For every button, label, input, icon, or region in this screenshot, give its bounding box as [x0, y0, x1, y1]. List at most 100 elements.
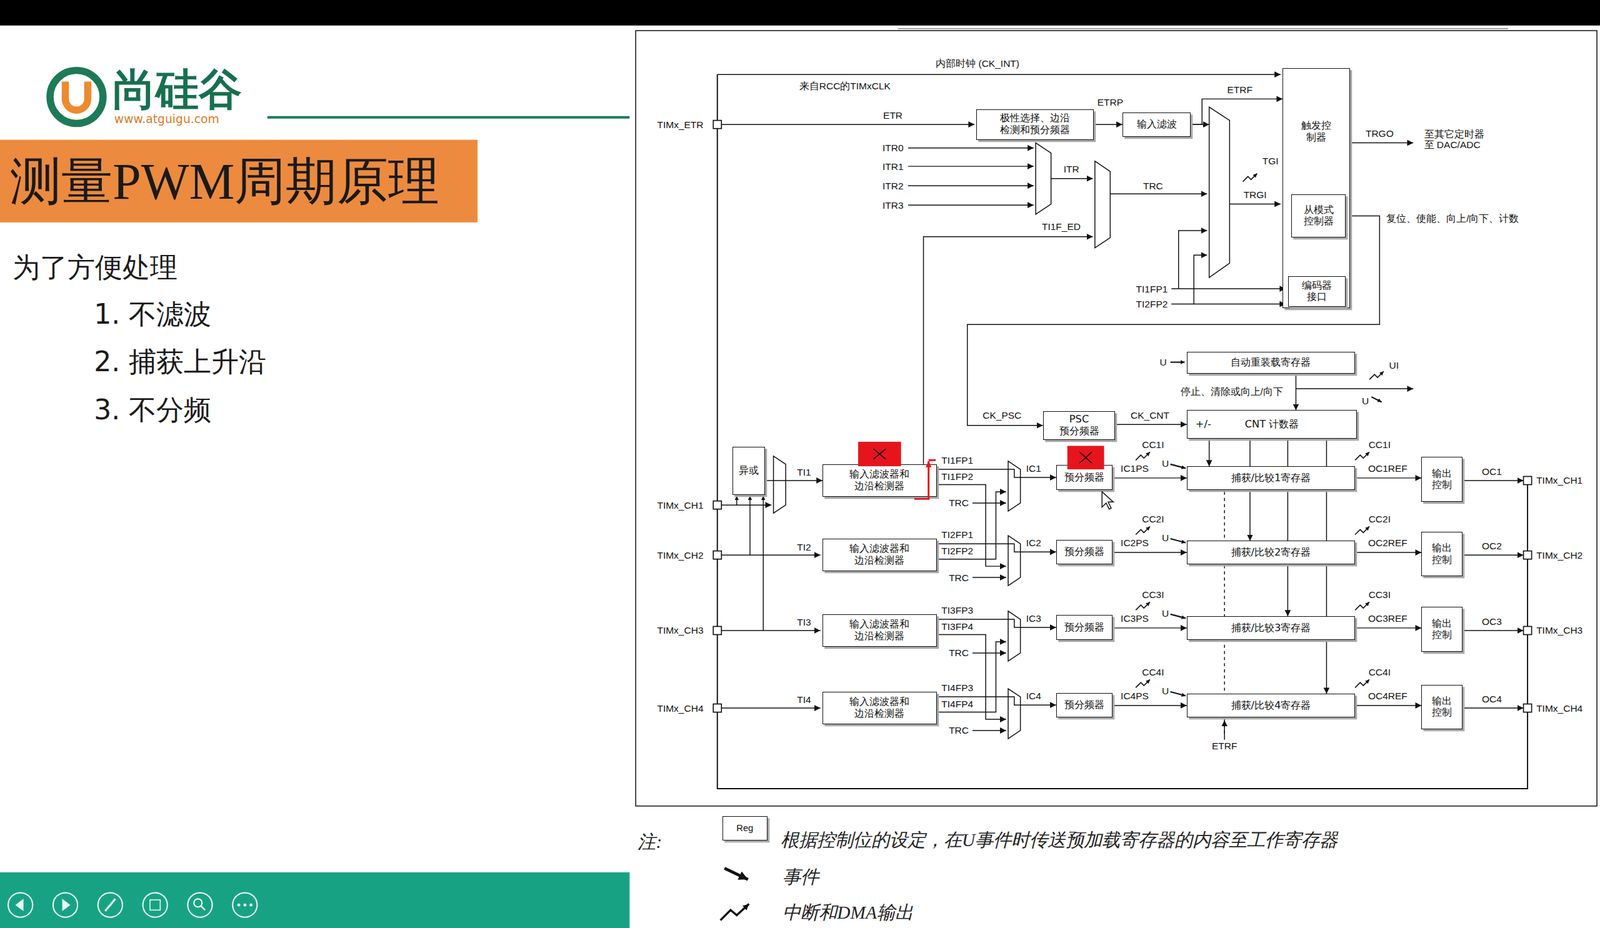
signal-label: TI4FP3	[940, 682, 974, 694]
signal-label: IC3PS	[1120, 613, 1150, 624]
block-text: 输入滤波器和边沿检测器	[847, 696, 912, 720]
block-text: 预分频器	[1064, 621, 1105, 634]
signal-label: CK_CNT	[1130, 410, 1170, 421]
signal-label: OC4	[1481, 693, 1503, 705]
signal-wire	[936, 491, 1007, 560]
signal-label: CC1I	[1368, 439, 1392, 450]
block-text: PSC	[1069, 413, 1090, 426]
block-box: 捕获/比较1寄存器	[1186, 466, 1355, 490]
signal-wire	[1051, 178, 1094, 179]
multiplexer	[1095, 161, 1110, 249]
logo-ring	[50, 70, 104, 124]
event-symbol	[1371, 396, 1382, 402]
toolbar-glyph	[15, 898, 24, 912]
signal-label: TIMx_CH4	[656, 703, 704, 714]
signal-wire	[972, 652, 1007, 654]
event-symbol	[724, 868, 749, 880]
signal-label: TI3FP3	[940, 605, 974, 616]
signal-wire	[762, 495, 764, 631]
signal-label: TI1FP1	[1135, 283, 1169, 295]
signal-label: OC3	[1481, 616, 1503, 627]
pin-square	[1523, 476, 1532, 485]
signal-label: ETR	[882, 110, 904, 121]
signal-label: 复位、使能、向上/向下、计数	[1385, 213, 1520, 224]
toolbar-icon	[143, 893, 168, 918]
signal-label: TIMx_CH1	[656, 500, 704, 511]
signal-connector	[1355, 477, 1422, 479]
event-symbol	[1170, 538, 1186, 544]
logo-u	[65, 81, 88, 111]
signal-wire	[717, 73, 1281, 75]
signal-wire	[972, 576, 1007, 578]
signal-label: ETRF	[1211, 740, 1238, 752]
body-text: 1. 不滤波	[93, 299, 212, 330]
block-text: 输入滤波	[1136, 118, 1177, 131]
signal-label: U	[1361, 395, 1370, 407]
block-text: 捕获/比较3寄存器	[1231, 622, 1312, 635]
signal-label: TIMx_CH4	[1535, 703, 1584, 714]
signal-label: TIMx_CH2	[656, 550, 704, 561]
block-box: 输入滤波器和边沿检测器	[822, 464, 937, 497]
red-cross-mark	[873, 448, 887, 459]
signal-label: CC4I	[1141, 666, 1165, 678]
signal-label: TI4	[796, 694, 812, 705]
signal-label: TIMx_CH3	[1535, 625, 1584, 636]
signal-connector	[1355, 551, 1422, 553]
signal-wire	[1171, 288, 1286, 289]
signal-wire	[1462, 554, 1524, 555]
block-box: 输入滤波器和边沿检测器	[822, 691, 937, 725]
pin-square	[713, 501, 722, 510]
block-box: 预分频器	[1056, 615, 1113, 640]
signal-wire	[936, 635, 1007, 720]
block-text: 输出控制	[1430, 695, 1454, 720]
signal-wire	[1462, 480, 1524, 481]
signal-wire	[1223, 720, 1225, 740]
signal-label: 内部时钟 (CK_INT)	[935, 58, 1020, 69]
signal-label: IC3	[1025, 613, 1042, 624]
signal-label: TGI	[1261, 155, 1280, 167]
signal-wire	[908, 185, 1034, 186]
signal-label: TRC	[948, 497, 970, 509]
signal-label: TRGO	[1365, 128, 1395, 139]
signal-label: TRC	[948, 647, 970, 659]
interrupt-symbol	[1355, 526, 1370, 535]
signal-label: U	[1161, 685, 1170, 697]
toolbar-glyph	[249, 903, 253, 907]
legend-item: 根据控制位的设定，在U事件时传送预加载寄存器的内容至工作寄存器	[780, 830, 1338, 852]
signal-label: U	[1161, 532, 1170, 544]
signal-wire	[1462, 630, 1524, 631]
signal-wire	[908, 147, 1034, 149]
toolbar-icon	[53, 893, 78, 918]
signal-label: IC4	[1025, 690, 1042, 702]
mouse-cursor	[1101, 491, 1114, 510]
block-box: 输出控制	[1421, 456, 1462, 502]
pin-square	[1523, 626, 1532, 635]
block-box: 输入滤波	[1122, 112, 1191, 137]
signal-label: TI1FP1	[940, 455, 974, 466]
block-text: 捕获/比较1寄存器	[1231, 472, 1312, 485]
toolbar-icon	[187, 893, 212, 918]
top-rule	[898, 28, 1509, 30]
block-box: 预分频器	[1056, 693, 1113, 718]
signal-wire	[908, 204, 1034, 205]
signal-label: ITR	[1063, 163, 1080, 175]
interrupt-symbol	[1135, 526, 1150, 535]
signal-connector	[1287, 438, 1289, 617]
interrupt-symbol	[720, 904, 750, 921]
diagram-frame	[635, 30, 1597, 807]
signal-wire	[721, 504, 772, 505]
legend-text: 事件	[782, 866, 819, 887]
signal-label: TRC	[948, 572, 970, 584]
signal-label: TIMx_CH2	[1535, 550, 1584, 561]
signal-label: U	[1159, 356, 1168, 368]
signal-connector	[1355, 705, 1422, 706]
signal-label: TRC	[1142, 180, 1164, 192]
signal-wire	[936, 641, 1007, 713]
signal-label: TI4FP4	[940, 698, 974, 710]
interrupt-symbol	[1369, 371, 1384, 380]
event-symbol	[1170, 464, 1186, 469]
block-box: 异或	[732, 446, 765, 495]
signal-label: CC3I	[1368, 589, 1392, 600]
